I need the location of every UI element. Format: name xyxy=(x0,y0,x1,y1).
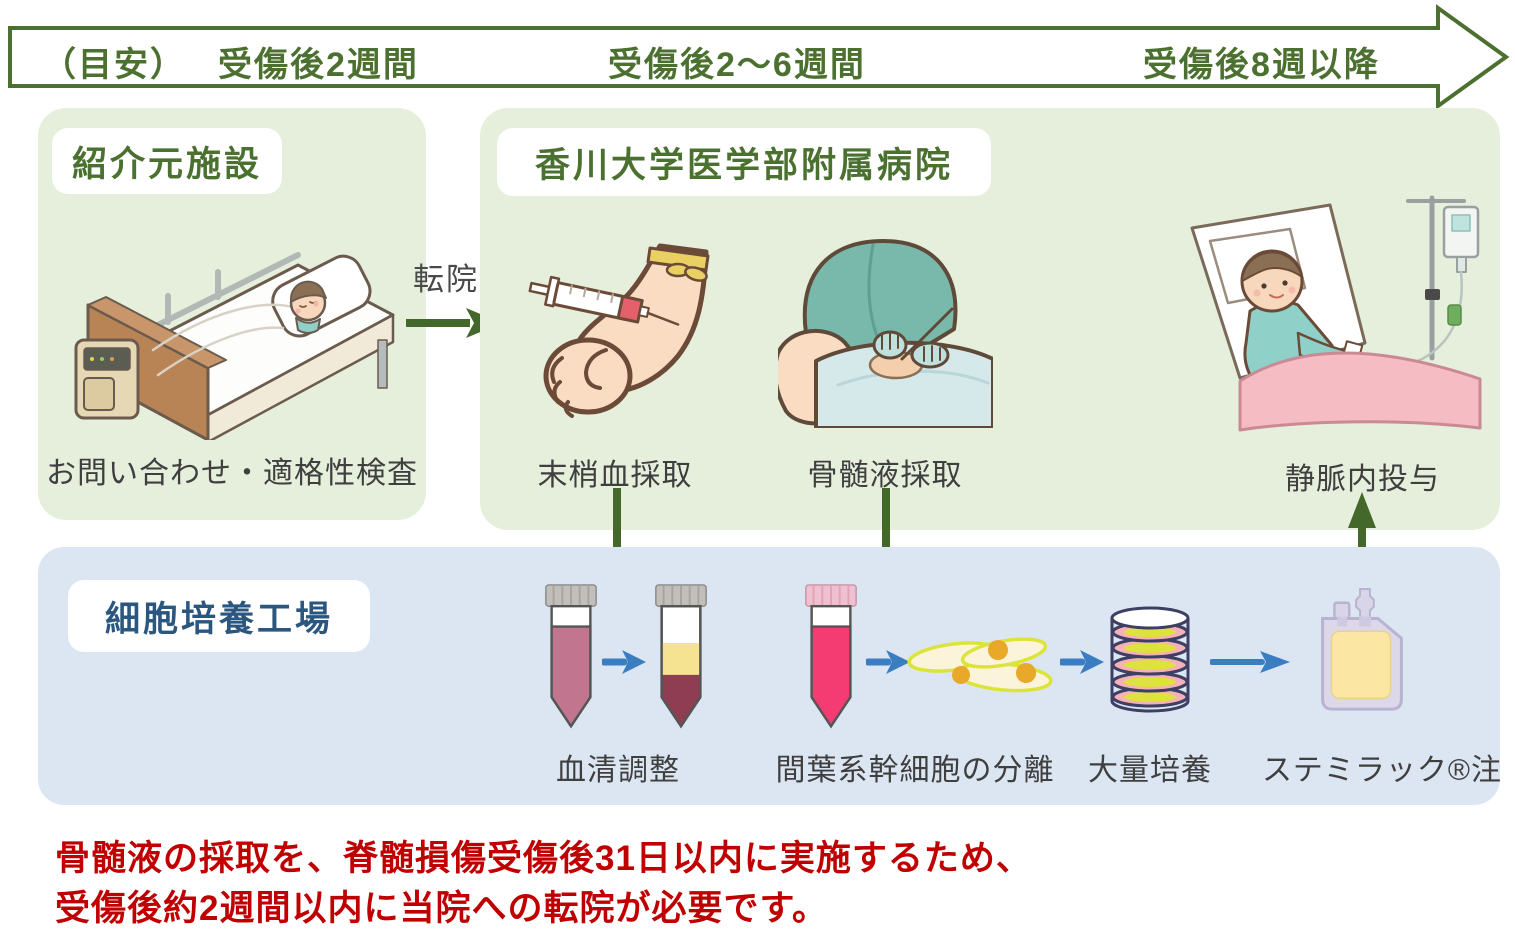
marrow-tube-icon xyxy=(805,584,857,729)
step-label-stemirac: ステミラック®注 xyxy=(1261,754,1503,787)
step-label-separation: 間葉系幹細胞の分離 xyxy=(775,754,1055,787)
transfer-label: 転院 xyxy=(413,262,479,297)
warning-text: 骨髄液の採取を、脊髄損傷受傷後31日以内に実施するため、 受傷後約2週間以内に当… xyxy=(55,834,1032,933)
timeline-stage-2: 受傷後2～6週間 xyxy=(608,46,866,84)
flow-arrow-icon xyxy=(602,650,646,674)
stem-cells-icon xyxy=(907,637,1053,693)
timeline-stage-3: 受傷後8週以降 xyxy=(1143,46,1380,84)
hospital-title: 香川大学医学部附属病院 xyxy=(497,128,991,196)
bone-marrow-illustration xyxy=(778,239,993,428)
flow-arrow-icon xyxy=(866,650,910,674)
iv-infusion-illustration xyxy=(1190,195,1482,432)
hospital-box: 香川大学医学部附属病院 xyxy=(480,108,1500,530)
timeline-arrow xyxy=(8,4,1510,110)
flow-arrow-icon xyxy=(1210,651,1290,673)
step-label-bone-marrow: 骨髄液採取 xyxy=(807,459,963,492)
iv-bag-icon xyxy=(1321,587,1403,711)
cell-factory-title: 細胞培養工場 xyxy=(68,580,370,652)
warning-line-1: 骨髄液の採取を、脊髄損傷受傷後31日以内に実施するため、 xyxy=(55,839,1032,878)
patient-bed-illustration xyxy=(74,252,395,440)
step-label-serum: 血清調整 xyxy=(556,754,680,787)
timeline-stage-1: 受傷後2週間 xyxy=(218,46,419,84)
flow-arrow-icon xyxy=(1060,650,1104,674)
step-label-peripheral-blood: 末梢血採取 xyxy=(537,459,693,492)
warning-line-2: 受傷後約2週間以内に当院への転院が必要です。 xyxy=(55,888,828,928)
referral-facility-title: 紹介元施設 xyxy=(52,128,282,194)
referral-caption: お問い合わせ・適格性検査 xyxy=(46,457,418,490)
serum-tube-before-icon xyxy=(545,584,597,729)
timeline-guide-label: （目安） xyxy=(42,46,186,84)
referral-facility-box: 紹介元施設 xyxy=(38,108,426,520)
step-label-culture: 大量培養 xyxy=(1088,754,1212,787)
culture-stack-icon xyxy=(1110,606,1190,713)
blood-draw-illustration xyxy=(528,243,710,418)
step-label-iv-administration: 静脈内投与 xyxy=(1285,463,1440,496)
cell-factory-box: 細胞培養工場 血清調整 xyxy=(38,547,1501,805)
serum-tube-after-icon xyxy=(655,584,707,729)
